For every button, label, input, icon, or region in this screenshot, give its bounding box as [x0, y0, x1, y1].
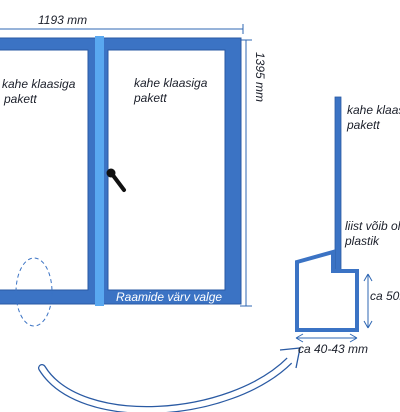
window-handle-icon	[106, 168, 126, 192]
profile-cross-section	[295, 96, 359, 332]
width-dimension: 1193 mm	[0, 13, 244, 34]
profile-strip-label-line1: liist võib olla	[345, 219, 400, 233]
profile-height-label: ca 50mm	[370, 289, 400, 303]
left-pane-label-line1: kahe klaasiga	[2, 77, 76, 91]
curved-arrow-inner	[39, 357, 293, 412]
profile-strip-label-line2: plastik	[344, 234, 380, 248]
height-dimension: 1395 mm	[240, 39, 267, 307]
dashed-ellipse-icon	[15, 257, 53, 327]
profile-pane-label-line2: pakett	[346, 118, 380, 132]
profile-pane-label-line1: kahe klaasiga	[347, 103, 400, 117]
profile-width-dimension: ca 40-43 mm	[295, 333, 368, 356]
profile-width-label: ca 40-43 mm	[298, 342, 368, 356]
frame-color-note: Raamide värv valge	[116, 290, 222, 304]
center-mullion	[95, 36, 104, 306]
profile-glass-strip	[334, 96, 342, 274]
right-pane	[107, 49, 226, 291]
curved-arrow-head	[279, 347, 301, 369]
width-dimension-label: 1193 mm	[38, 13, 87, 27]
profile-frame-section	[295, 249, 359, 332]
right-pane-label-line1: kahe klaasiga	[134, 76, 208, 90]
left-pane	[0, 49, 89, 291]
window-frame	[0, 36, 242, 306]
right-pane-label-line2: pakett	[133, 91, 167, 105]
left-pane-label-line2: pakett	[3, 92, 37, 106]
height-dimension-label: 1395 mm	[253, 52, 267, 102]
profile-height-dimension: ca 50mm	[363, 273, 400, 329]
